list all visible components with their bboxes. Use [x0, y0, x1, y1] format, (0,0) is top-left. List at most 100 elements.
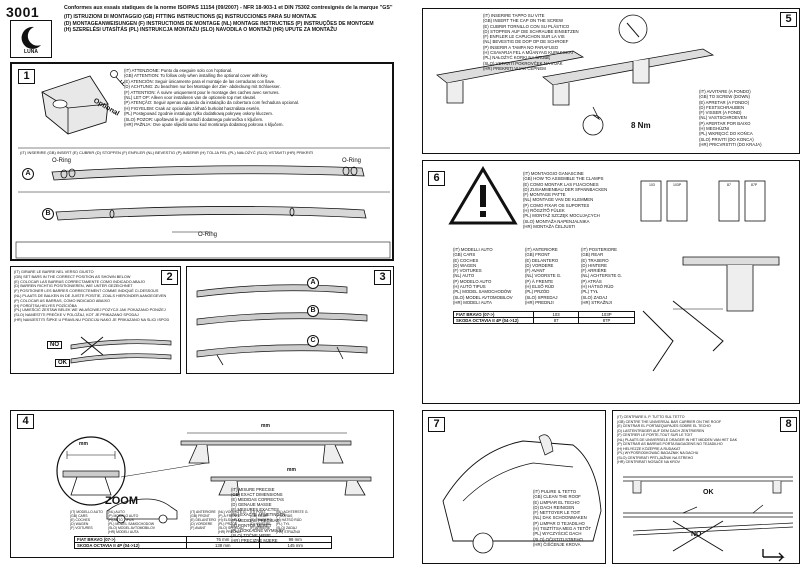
label-a: A: [307, 277, 319, 289]
cell: (IT) POSTERIORE: [581, 247, 618, 252]
torque-label: 8 Nm: [631, 121, 651, 130]
step-number: 1: [18, 69, 35, 84]
cell: (F) ARRIÈRE: [581, 268, 607, 274]
dimension-mm: mm: [79, 441, 88, 447]
cell: (SLO) SPREDAJ: [218, 526, 244, 530]
text-line: (HR) PREKRITI VIJAK ČEPNEM: [483, 65, 546, 71]
text-line: (D) LASTENTRÄGER AUF DEM DACH ZENTRIEREN: [617, 428, 705, 433]
cell: (GB) REAR: [250, 514, 268, 518]
text-line: (SLO) MONTAŽA NAPENJALNIKA: [523, 218, 590, 224]
text-line: (GB) INSERT THE CAP ON THE SCREW: [483, 18, 564, 24]
cell: (IT) ANTERIORE: [190, 510, 216, 514]
rear-clamp-cell: 87P: [578, 317, 635, 325]
text-line: (HR) ČIŠĆENJE KROVA: [533, 541, 581, 547]
cell: (E) TRASERO: [581, 257, 609, 263]
cell: (NL) VOORSTE G.: [218, 510, 247, 514]
text-line: (NL) DAK SCHOONMAKEN: [533, 515, 587, 521]
text-line: (E) COMO MONTAR LAS FIJACIONES: [523, 181, 599, 187]
cell: (E) COCHES: [70, 518, 90, 522]
cell: (D) HINTERE: [581, 262, 608, 268]
text-line: (F) MONTAGE PATTE: [523, 192, 566, 198]
step-2-text: (IT) GIRARE LE BARRE NEL VERSO GIUSTO (G…: [14, 270, 169, 323]
cell: (H) ELSŐ RÚD: [525, 284, 555, 290]
clamp-table: FIAT BRAVO (07->) 103 103P SKODA OCTAVIA…: [453, 310, 635, 325]
clamp-code: 87P: [751, 183, 758, 187]
cell: (NL) AUTO: [108, 510, 125, 514]
cell: (F) VOITURES: [453, 268, 482, 274]
text-line: (P) COLOCAR AS BARRAS, COMO INDICADO ABA…: [14, 298, 110, 303]
step-number: 5: [780, 12, 797, 27]
text-line: (D) BARREN RICHTIG POSITIONIEREN, WIE UN…: [14, 284, 133, 289]
text-line: (P) ATENÇÃO: Seguir apenas aquando da in…: [124, 100, 300, 106]
cell: (D) HINTERE: [250, 522, 271, 526]
text-line: (NL) BEVESTIG DE DOP OP DE SCHROEF: [483, 39, 569, 45]
clamp-code: 103P: [673, 183, 682, 187]
cell: (IT) MODELLO AUTO: [70, 510, 103, 514]
label-a: A: [22, 168, 34, 180]
cell: (GB) CARS: [70, 514, 88, 518]
step-6-panel: 6 103 103P 87 87P (IT) MONTAGGIO GANASCI…: [422, 160, 800, 404]
cell: (SLO) ZADAJ: [581, 294, 608, 300]
step-5-illustration: [436, 14, 715, 136]
text-line: (HR) CENTRIRATI NOSAČE NA KROV: [617, 460, 681, 464]
text-line: (IT) PULIRE IL TETTO: [533, 489, 577, 494]
text-line: (GB) CENTRE THE UNIVERSAL BAR CARRIER ON…: [617, 419, 722, 424]
cell: (NL) VOORSTE G.: [525, 273, 562, 279]
text-line: (H) RÖGZÍTŐ FÜLEK: [523, 208, 565, 214]
zoom-label: ZOOM: [105, 495, 138, 507]
text-line: (D) ACHTUNG: Zu beachten nur bei Montage…: [124, 84, 281, 90]
cell: (D) WAGEN: [453, 262, 477, 268]
cell: (SLO) ZADAJ: [276, 526, 297, 530]
text-line: (H) HELYEZZE KÖZÉPRE A RUDAKAT: [617, 446, 681, 451]
cell: (P) ATRÁS: [581, 278, 602, 284]
step-8-illustration: [623, 476, 794, 562]
insert-instruction: (IT) INSERIRE (GB) INSERT (E) CUBRIR (D)…: [20, 150, 314, 155]
cell: (PL) PRZÓD: [218, 522, 238, 526]
text-line: (E) CENTRAR EL PORTAEQUIPAJES SOBRE EL T…: [617, 424, 711, 428]
text-line: (F) ATTENTION: À suivre uniquement pour …: [124, 89, 280, 95]
step-7-panel: 7 (IT) PULIRE IL TETTO (GB) CLEAN THE RO…: [422, 410, 606, 564]
text-line: (H) PONTOS MÉRET: [231, 522, 272, 528]
text-line: (H) TISZTÍTSA MEG A TETŐT: [533, 526, 592, 532]
moon-icon: [21, 26, 41, 49]
text-line: (D) DACH REINIGEN: [533, 504, 575, 510]
text-line: (H) FORDÍTSA HELYES POZÍCIÓBA: [14, 303, 77, 308]
cell: (GB) CARS: [453, 252, 476, 258]
table-col-cars: (IT) MODELLO AUTO (GB) CARS (E) COCHES (…: [70, 510, 103, 530]
step-8-panel: 8 (IT) CENTRARE IL P. TUTTO SUL TETTO (G…: [612, 410, 800, 564]
text-line: (GB) ATTENTION: To follow only when inst…: [124, 73, 269, 79]
text-line: (H) CSAVARJA FEL A MŰANYAG KUPAKOKAT: [483, 50, 574, 56]
text-line: (E) ATENCIÓN: Seguir únicamente para el …: [124, 78, 276, 84]
text-line: (F) MESURES EXACTES: [231, 507, 279, 513]
text-line: (IT) MONTAGGIO GANASCINE: [523, 171, 584, 176]
table-row: FIAT BRAVO (07->) 103 103P: [453, 310, 635, 319]
text-line: (P) LIMPAR O TEJADILHO: [533, 520, 585, 526]
text-line: (F) CENTRER LE PORTE-TOUT SUR LE TOIT: [617, 433, 693, 437]
cell: (E) DELANTERO: [190, 518, 217, 522]
label-c: C: [307, 335, 319, 347]
step-6-illustration: [448, 166, 780, 372]
bar-orientation-illustration: [70, 336, 172, 364]
ok-label: OK: [55, 359, 70, 367]
text-line: (HR) PAŽNJA: Ove upute slijediti samo ko…: [124, 122, 284, 128]
cell: (D) WAGEN: [70, 522, 89, 526]
text-line: (D) GENAUE MASSE: [231, 502, 272, 508]
cell: (SLO) MODEL AVTOMOBILOV: [108, 526, 156, 530]
text-line: (P) INSERIR A TAMPA NO PARAFUSO: [483, 44, 559, 50]
text-line: (SLO) POZOR: upoštevati le pri montaži d…: [124, 116, 264, 122]
oring-label-right: O-Ring: [342, 158, 362, 164]
document-number: 3001: [6, 4, 40, 20]
cell: (PL) MODEL SAMOCHODOW: [108, 522, 155, 526]
text-line: (NL) EXACTE AFMETINGEN: [231, 512, 286, 518]
dimension-mm: mm: [287, 467, 296, 473]
cell: (E) DELANTERO: [525, 257, 559, 263]
text-line: (SLO) NAMESTITI PREČKE V POLOŽAJ, KOT JE…: [14, 313, 139, 318]
text-line: (E) LIMPIAR EL TECHO: [533, 499, 580, 505]
clamp-table-col-cars: (IT) MODELLI AUTO (GB) CARS (E) COCHES (…: [453, 247, 513, 305]
step-3-panel: 3 A B C: [186, 266, 394, 374]
cell: (F) AVANT: [190, 526, 206, 530]
cell: (H) AUTÓ TIPUS: [453, 284, 486, 290]
cell: (D) VORDERE: [525, 262, 554, 268]
car-roof-illustration: [442, 434, 602, 554]
table-row: SKODA OCTAVIA II 4P (04->12) 138 mm 145 …: [74, 542, 332, 550]
